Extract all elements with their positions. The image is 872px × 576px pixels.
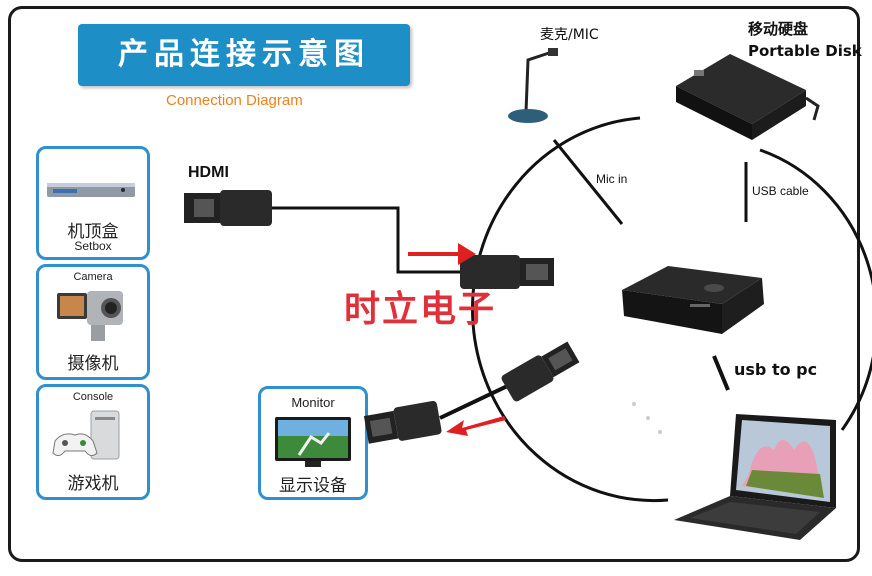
console-label-cn: 游戏机: [67, 474, 119, 494]
usb-cable-label: USB cable: [752, 184, 809, 198]
camcorder-icon: [57, 291, 123, 341]
usb-to-pc-cable: [712, 355, 730, 391]
watermark-text: 时立电子: [344, 288, 497, 330]
hdmi-cable-in: [272, 206, 464, 274]
hdmi-plug-capture-in: [460, 255, 554, 289]
source-box-console: Console 游戏机: [36, 384, 150, 500]
arrow-left-icon: [446, 416, 506, 436]
capture-device-icon: [622, 266, 764, 334]
connection-arc-left: [471, 116, 669, 503]
diagram-title: 产品连接示意图: [118, 37, 370, 72]
setbox-icon: [47, 183, 135, 197]
monitor-label-en: Monitor: [291, 395, 335, 410]
camera-label-cn: 摄像机: [67, 354, 119, 374]
disk-label-en: Portable Disk: [748, 42, 862, 60]
console-label-en: Console: [72, 391, 114, 403]
laptop-icon: [674, 414, 836, 540]
title-banner: 产品连接示意图: [78, 24, 410, 86]
tv-monitor-icon: [275, 417, 351, 467]
hdmi-plug-monitor: [363, 400, 442, 444]
setbox-label-cn: 机顶盒: [67, 222, 119, 242]
game-console-icon: [52, 410, 120, 460]
hdmi-plug-left: [184, 190, 272, 226]
decorative-dots: [632, 402, 662, 434]
monitor-label-cn: 显示设备: [279, 476, 347, 496]
hdmi-label: HDMI: [188, 164, 229, 181]
microphone-icon: [508, 48, 558, 123]
monitor-box: Monitor 显示设备: [258, 386, 368, 500]
mic-in-cable: [552, 139, 624, 225]
setbox-label-en: Setbox: [74, 239, 112, 253]
source-box-setbox: 机顶盒 Setbox: [36, 146, 150, 260]
mic-label: 麦克/MIC: [540, 27, 599, 43]
diagram-subtitle: Connection Diagram: [166, 92, 303, 109]
mic-in-label: Mic in: [596, 172, 628, 186]
camera-label-en: Camera: [73, 271, 113, 283]
hdmi-plug-capture-out: [501, 341, 580, 402]
connection-arc-right: [759, 148, 872, 431]
source-box-camera: Camera 摄像机: [36, 264, 150, 380]
usb-to-pc-label: usb to pc: [734, 360, 818, 379]
disk-label-cn: 移动硬盘: [748, 20, 809, 38]
portable-disk-icon: [676, 54, 820, 140]
arrow-right-icon: [408, 243, 476, 265]
